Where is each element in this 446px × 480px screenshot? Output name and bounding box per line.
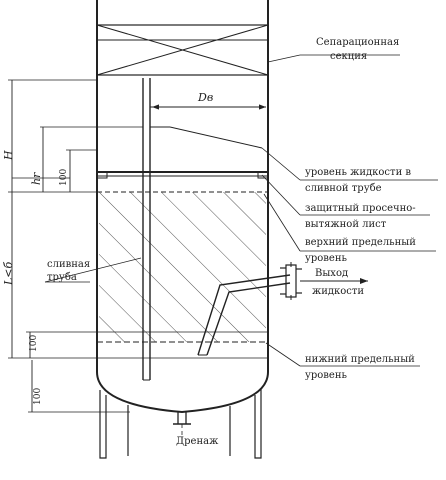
lower-limit-level-label-1: нижний предельный: [305, 354, 415, 365]
diameter-label: Dв: [197, 91, 213, 104]
drain-pipe: [142, 78, 151, 381]
dimension-100-top: 100: [59, 169, 69, 186]
upper-limit-level-label-2: уровень: [305, 253, 348, 264]
protective-sheet-label-1: защитный просечно-: [305, 203, 416, 214]
pipe-level-leader: [169, 126, 263, 149]
dimension-100-bottom: 100: [33, 388, 43, 405]
separation-section-label-2: секция: [330, 51, 367, 62]
leader-lines: [44, 54, 438, 367]
lower-limit-level-label-2: уровень: [305, 370, 348, 381]
drain-nozzle: [173, 412, 191, 445]
liquid-level-pipe-label-1: уровень жидкости в: [305, 167, 411, 178]
separation-section-label-1: Сепарационная: [316, 37, 399, 48]
outlet-label-1: Выход: [315, 268, 348, 279]
separation-section: [96, 24, 269, 76]
outlet-pipe: [197, 262, 302, 356]
dimension-L: L<б: [2, 261, 15, 286]
drain-pipe-label-1: сливная: [47, 259, 90, 270]
drain-pipe-label-2: труба: [47, 272, 77, 283]
left-dimension-chain: [8, 79, 143, 413]
support-legs: [99, 388, 262, 459]
protective-sheet-label-2: вытяжной лист: [305, 219, 387, 230]
dimension-100-mid: 100: [29, 335, 39, 352]
drain-label: Дренаж: [176, 436, 219, 447]
liquid-level-pipe-label-2: сливной трубе: [305, 183, 382, 194]
protective-sheet: [96, 171, 269, 179]
outlet-label-2: жидкости: [312, 286, 364, 297]
dimension-H: H: [2, 150, 15, 161]
dimension-hr: hr: [30, 172, 43, 185]
upper-limit-level-label-1: верхний предельный: [305, 237, 416, 248]
liquid-zone: [97, 191, 268, 342]
